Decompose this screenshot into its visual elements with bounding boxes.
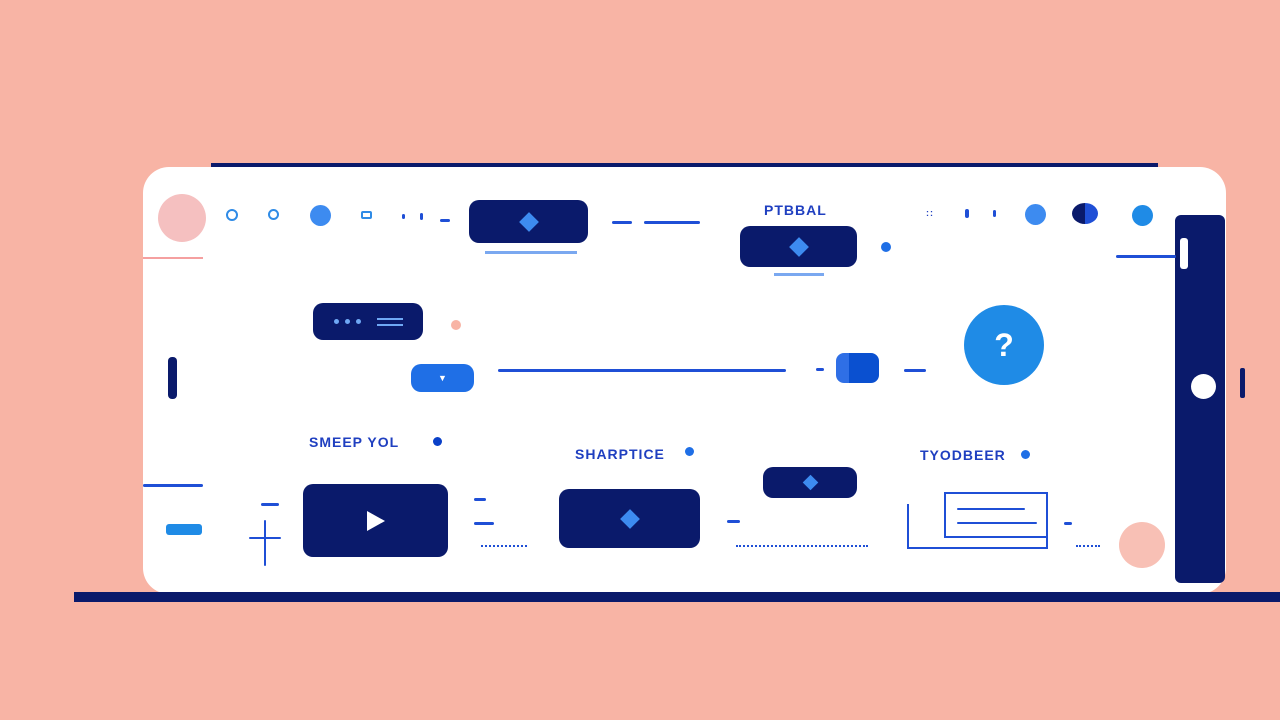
circle-icon[interactable] [226, 209, 238, 221]
left-divider [143, 257, 203, 259]
header-title: PTBBAL [764, 202, 827, 218]
tick-mark [402, 214, 405, 219]
card-button[interactable] [559, 489, 700, 548]
menu-button[interactable] [313, 303, 423, 340]
section-title: TYODBEER [920, 447, 1006, 463]
left-handle[interactable] [168, 357, 177, 399]
caption-line [774, 273, 824, 276]
dotted-line [1076, 545, 1100, 547]
slider-thumb[interactable] [836, 353, 879, 383]
diamond-icon [518, 211, 539, 232]
tick-mark [965, 209, 969, 218]
diamond-icon [802, 474, 818, 491]
caption-line [485, 251, 577, 254]
dotted-line [736, 545, 868, 547]
toggle-dot-icon[interactable] [1025, 204, 1046, 225]
window-icon[interactable] [361, 211, 372, 219]
indicator-dot [881, 242, 891, 252]
document-icon[interactable] [907, 492, 1048, 549]
edge-mark [1240, 368, 1245, 398]
dash [440, 219, 450, 222]
pink-avatar[interactable] [1119, 522, 1165, 568]
dash [727, 520, 740, 523]
status-dot-icon[interactable] [310, 205, 331, 226]
dot-icon [333, 319, 339, 324]
dash [1064, 522, 1072, 525]
dotted-line [481, 545, 527, 547]
section-dot [685, 447, 694, 456]
dash [474, 522, 494, 525]
help-button[interactable]: ? [964, 305, 1044, 385]
dash [474, 498, 486, 501]
divider-line [1116, 255, 1176, 258]
dot-icon [355, 319, 361, 324]
video-player[interactable] [303, 484, 448, 557]
primary-button[interactable] [740, 226, 857, 267]
bottom-bar [74, 592, 1280, 602]
diamond-icon [788, 236, 809, 257]
dash [816, 368, 824, 371]
bar-icon [376, 317, 403, 326]
pink-dot [451, 320, 461, 330]
slider-track[interactable] [498, 369, 786, 372]
divider-line [143, 484, 203, 487]
dash [612, 221, 632, 224]
play-icon [366, 510, 385, 531]
small-card-button[interactable] [763, 467, 857, 498]
refresh-icon[interactable] [268, 209, 279, 220]
dropdown-button[interactable]: ▼ [411, 364, 474, 392]
section-title: SHARPTICE [575, 446, 665, 462]
side-panel[interactable] [1175, 215, 1225, 583]
mini-icon[interactable]: :: [926, 208, 934, 218]
divider-line [644, 221, 700, 224]
scroll-handle[interactable] [1180, 238, 1188, 269]
tick-mark [993, 210, 996, 217]
plus-icon[interactable] [249, 520, 281, 566]
toggle-icon[interactable] [1072, 203, 1098, 224]
diamond-icon [619, 508, 640, 529]
small-button[interactable] [166, 524, 202, 535]
section-dot [433, 437, 442, 446]
section-title: SMEEP YOL [309, 434, 400, 450]
dash [904, 369, 926, 372]
notification-dot-icon[interactable] [1132, 205, 1153, 226]
action-button[interactable] [469, 200, 588, 243]
panel-knob[interactable] [1191, 374, 1216, 399]
dash [261, 503, 279, 506]
tick-mark [420, 213, 423, 220]
avatar[interactable] [158, 194, 206, 242]
section-dot [1021, 450, 1030, 459]
dot-icon [344, 319, 350, 324]
